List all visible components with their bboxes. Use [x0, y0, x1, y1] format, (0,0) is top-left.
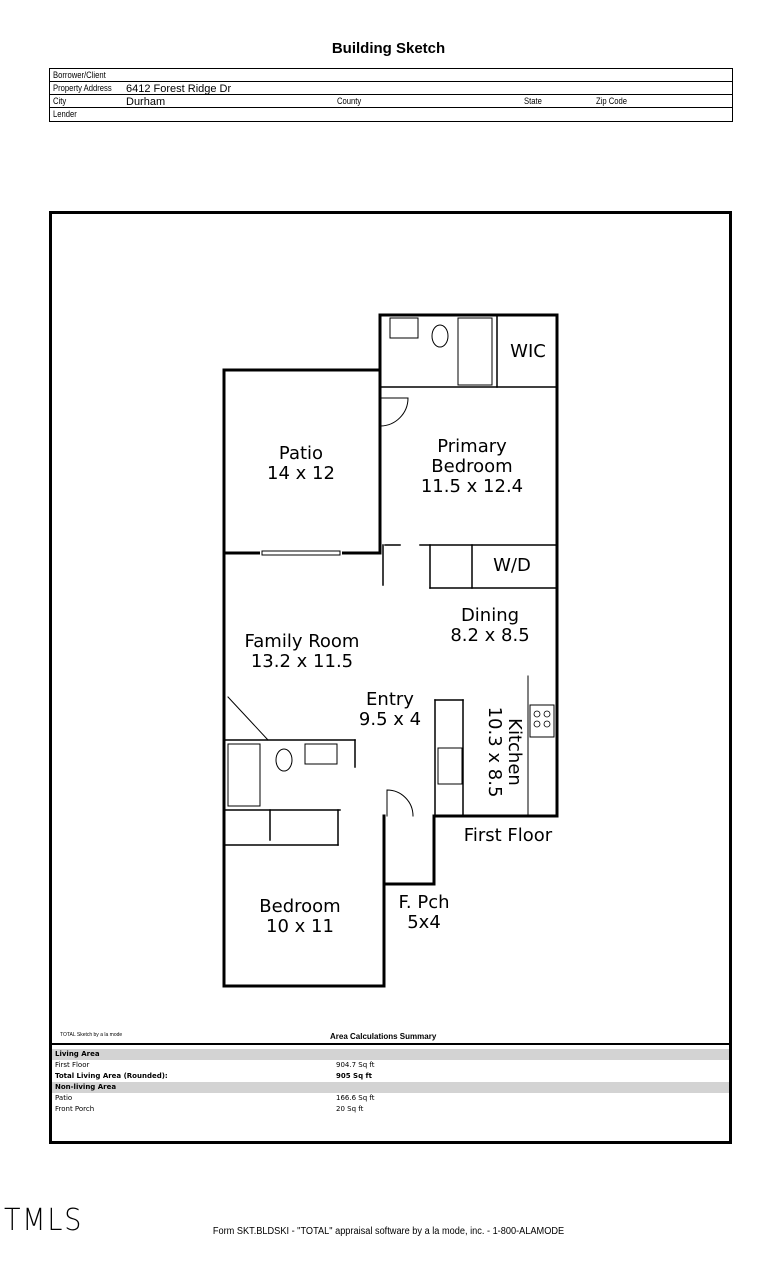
summary-title: Area Calculations Summary	[330, 1032, 437, 1041]
summary-row: Front Porch 20 Sq ft	[52, 1104, 729, 1115]
lender-label: Lender	[53, 109, 77, 119]
city-row: City Durham County State Zip Code	[50, 95, 732, 108]
summary-heading: Living Area	[52, 1049, 729, 1060]
diagonal-wall	[227, 696, 269, 741]
sink	[437, 747, 463, 785]
address-row: Property Address 6412 Forest Ridge Dr	[50, 82, 732, 95]
room-name: Family Room	[244, 631, 360, 652]
room-name: Patio	[278, 443, 324, 464]
summary-row: Total Living Area (Rounded): 905 Sq ft	[52, 1071, 729, 1082]
property-header-table: Borrower/Client Property Address 6412 Fo…	[49, 68, 733, 122]
room-dining: Dining 8.2 x 8.5	[435, 606, 545, 646]
upper-vanity	[389, 317, 419, 339]
borrower-label: Borrower/Client	[53, 70, 106, 80]
room-name: Entry	[366, 689, 414, 710]
row-label: First Floor	[55, 1061, 90, 1069]
row-value: 905 Sq ft	[336, 1072, 372, 1080]
room-kitchen: Kitchen 10.3 x 8.5	[484, 697, 525, 807]
area-summary-table: Living Area First Floor 904.7 Sq ft Tota…	[52, 1043, 729, 1143]
vanity	[304, 743, 338, 765]
room-primary-bedroom: Primary Bedroom 11.5 x 12.4	[404, 437, 540, 497]
lender-row: Lender	[50, 108, 732, 121]
door-swing-primary	[379, 397, 409, 427]
floor-label: First Floor	[463, 825, 553, 846]
room-dims: 14 x 12	[267, 463, 335, 484]
room-name: Bedroom	[431, 456, 513, 477]
room-wd: W/D	[493, 555, 531, 576]
upper-tub	[457, 317, 493, 386]
primary-suite-wall	[378, 313, 559, 818]
sketch-credit: TOTAL Sketch by a la mode	[60, 1032, 123, 1038]
row-label: Front Porch	[55, 1105, 95, 1113]
address-value: 6412 Forest Ridge Dr	[126, 83, 232, 95]
living-heading: Living Area	[55, 1050, 100, 1058]
sketch-frame	[49, 211, 732, 1144]
row-label: Total Living Area (Rounded):	[55, 1072, 168, 1080]
room-name: Kitchen	[504, 718, 525, 786]
stove	[529, 704, 555, 738]
room-bedroom: Bedroom 10 x 11	[250, 897, 350, 937]
nonliving-heading: Non-living Area	[55, 1083, 117, 1091]
footer-text: Form SKT.BLDSKI - "TOTAL" appraisal soft…	[212, 1226, 565, 1237]
zip-label: Zip Code	[596, 96, 628, 106]
state-label: State	[524, 96, 542, 106]
city-label: City	[53, 96, 67, 106]
room-wic: WIC	[510, 341, 546, 362]
row-value: 904.7 Sq ft	[336, 1061, 375, 1069]
address-label: Property Address	[53, 83, 112, 93]
tub	[227, 743, 261, 807]
room-name: F. Pch	[398, 892, 450, 913]
borrower-row: Borrower/Client	[50, 69, 732, 82]
summary-heading: Non-living Area	[52, 1082, 729, 1093]
toilet	[275, 748, 293, 772]
room-dims: 8.2 x 8.5	[450, 625, 530, 646]
upper-toilet	[431, 324, 449, 348]
room-dims: 10.3 x 8.5	[484, 706, 505, 798]
row-value: 20 Sq ft	[336, 1105, 364, 1113]
door-swing-entry	[386, 789, 414, 817]
summary-row: Patio 166.6 Sq ft	[52, 1093, 729, 1104]
room-family: Family Room 13.2 x 11.5	[232, 632, 372, 672]
tmls-logo: TMLS	[4, 1203, 84, 1238]
city-value: Durham	[126, 96, 166, 108]
room-name: Dining	[460, 605, 520, 626]
summary-row: First Floor 904.7 Sq ft	[52, 1060, 729, 1071]
row-value: 166.6 Sq ft	[336, 1094, 375, 1102]
room-name: Primary	[437, 436, 507, 457]
page-title: Building Sketch	[331, 40, 446, 57]
county-label: County	[337, 96, 362, 106]
room-patio: Patio 14 x 12	[262, 444, 340, 484]
room-dims: 10 x 11	[266, 916, 334, 937]
room-name: Bedroom	[259, 896, 341, 917]
room-front-porch: F. Pch 5x4	[391, 893, 457, 933]
row-label: Patio	[55, 1094, 73, 1102]
room-entry: Entry 9.5 x 4	[348, 690, 432, 730]
room-dims: 11.5 x 12.4	[420, 476, 524, 497]
room-dims: 5x4	[407, 912, 441, 933]
room-dims: 9.5 x 4	[358, 709, 422, 730]
room-dims: 13.2 x 11.5	[250, 651, 354, 672]
sliding-door-panel	[261, 550, 341, 556]
